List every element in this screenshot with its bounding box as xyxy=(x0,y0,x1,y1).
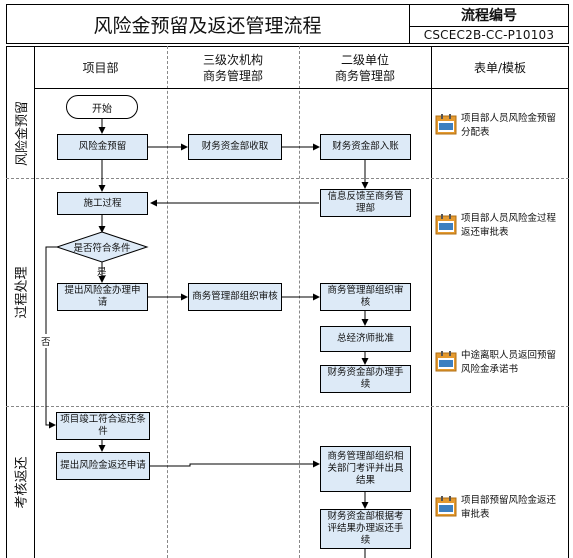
node-tier3-review: 商务管理部组织审核 xyxy=(188,283,282,311)
decision-diamond xyxy=(55,231,149,263)
calendar-icon xyxy=(435,495,457,522)
no-label: 否 xyxy=(41,334,51,348)
node-chief-approve: 总经济师批准 xyxy=(320,326,411,352)
column-header-tier2: 二级单位 商务管理部 xyxy=(334,53,395,83)
column-header-tier3: 三级次机构 商务管理部 xyxy=(202,53,263,83)
calendar-icon xyxy=(435,350,457,377)
form-item-4-text: 项目部预留风险金返还审批表 xyxy=(461,495,557,520)
column-header-forms: 表单/模板 xyxy=(473,61,527,75)
node-finance-procedure: 财务资金部办理手续 xyxy=(320,365,411,393)
calendar-icon xyxy=(435,113,457,140)
form-item-4: 项目部预留风险金返还审批表 xyxy=(435,494,565,522)
node-condition: 是否符合条件 xyxy=(73,243,131,254)
node-evaluate: 商务管理部组织相关部门考评并出具结果 xyxy=(320,446,411,492)
form-item-1-text: 项目部人员风险金预留分配表 xyxy=(461,113,557,138)
node-return-procedure: 财务资金部根据考评结果办理返还手续 xyxy=(320,509,411,549)
form-item-1: 项目部人员风险金预留分配表 xyxy=(435,112,565,140)
column-header-project: 项目部 xyxy=(82,61,119,75)
page-title: 风险金预留及返还管理流程 xyxy=(93,14,322,37)
flow-table xyxy=(6,46,569,558)
form-item-2-text: 项目部人员风险金过程返还审批表 xyxy=(461,213,557,238)
header-frame xyxy=(6,4,569,44)
form-item-3-text: 中途离职人员返回预留风险金承诺书 xyxy=(461,350,557,375)
node-completion: 项目竣工符合返还条件 xyxy=(56,412,150,440)
process-code-label: 流程编号 xyxy=(461,8,517,24)
form-item-2: 项目部人员风险金过程返还审批表 xyxy=(435,212,565,240)
node-reserve: 风险金预留 xyxy=(57,134,148,160)
start-node: 开始 xyxy=(66,95,138,119)
node-tier2-review: 商务管理部组织审核 xyxy=(320,283,411,311)
form-item-3: 中途离职人员返回预留风险金承诺书 xyxy=(435,349,565,377)
process-code-value: CSCEC2B-CC-P10103 xyxy=(423,28,555,42)
calendar-icon xyxy=(435,213,457,240)
node-finance-collect: 财务资金部收取 xyxy=(188,134,282,160)
node-feedback: 信息反馈至商务管理部 xyxy=(320,189,411,217)
node-construction: 施工过程 xyxy=(57,192,148,215)
yes-label: 是 xyxy=(97,267,107,278)
node-finance-account: 财务资金部入账 xyxy=(320,134,411,160)
node-return-apply: 提出风险金返还申请 xyxy=(56,452,150,480)
node-apply: 提出风险金办理申请 xyxy=(57,283,148,311)
